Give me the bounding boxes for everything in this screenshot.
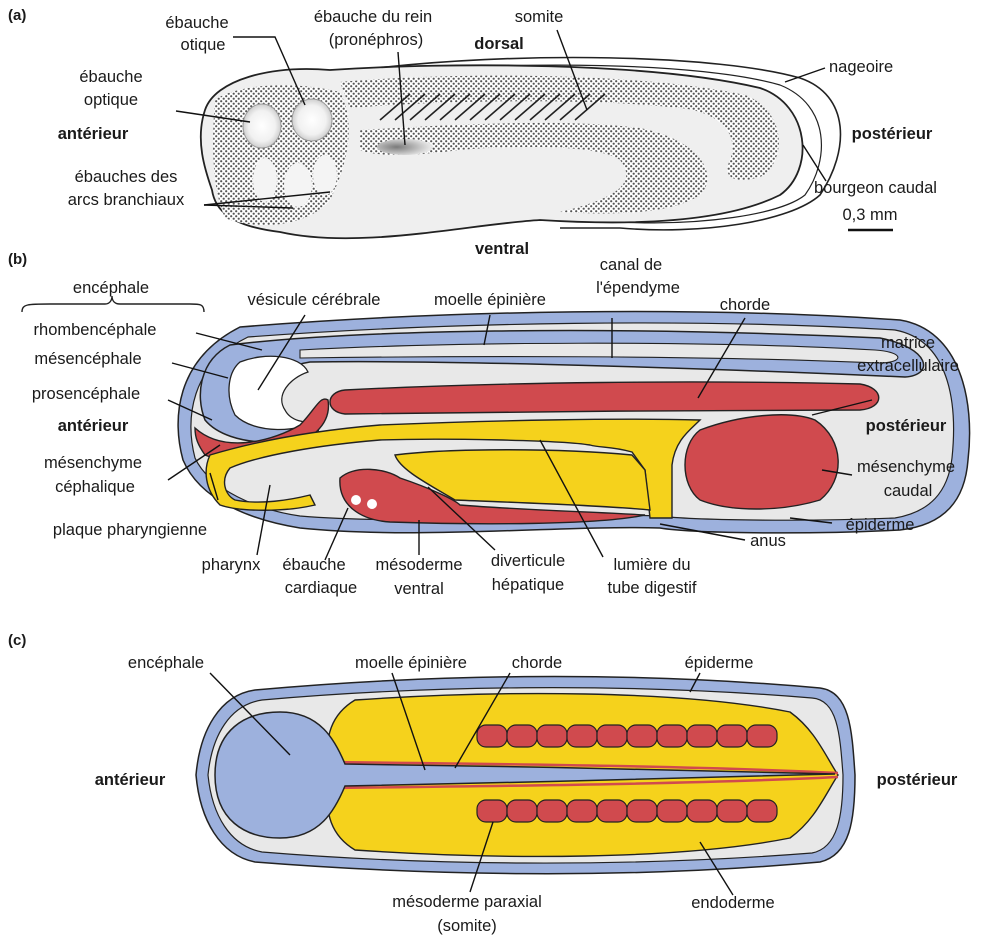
label-endoderme: endoderme xyxy=(691,894,774,912)
label-epiderme-b: épiderme xyxy=(846,516,915,534)
label-encephale-c: encéphale xyxy=(128,654,204,672)
label-arcs-1: ébauches des xyxy=(75,168,178,186)
label-chorde-b: chorde xyxy=(720,296,770,314)
optic-vesicle-icon xyxy=(243,104,281,148)
label-rein-1: ébauche du rein xyxy=(314,8,432,26)
encephale-brace xyxy=(22,296,204,312)
label-chorde-c: chorde xyxy=(512,654,562,672)
label-mesench-ceph-2: céphalique xyxy=(55,478,135,496)
label-lumiere-2: tube digestif xyxy=(608,579,697,597)
label-mesovent-2: ventral xyxy=(394,580,444,598)
caudal-mesenchyme xyxy=(685,415,838,509)
label-mesovent-1: mésoderme xyxy=(375,556,462,574)
label-anterieur-a: antérieur xyxy=(58,125,129,143)
label-card-1: ébauche xyxy=(282,556,345,574)
label-nageoire: nageoire xyxy=(829,58,893,76)
label-matrice-1: matrice xyxy=(881,334,935,352)
heart-cavity-2 xyxy=(367,499,377,509)
label-meso-paraxial-1: mésoderme paraxial xyxy=(392,893,541,911)
label-moelle-b: moelle épinière xyxy=(434,291,546,309)
label-mesenc: mésencéphale xyxy=(34,350,141,368)
label-ventral: ventral xyxy=(475,240,529,258)
panel-b: (b) xyxy=(8,251,970,598)
label-pharynx: pharynx xyxy=(202,556,261,574)
label-bourgeon: bourgeon caudal xyxy=(814,179,937,197)
label-prosenc: prosencéphale xyxy=(32,385,140,403)
label-epiderme-c: épiderme xyxy=(685,654,754,672)
label-dorsal: dorsal xyxy=(474,35,524,53)
label-scale: 0,3 mm xyxy=(842,206,897,224)
panel-c: (c) xyxy=(8,632,958,935)
label-posterieur-b: postérieur xyxy=(866,417,947,435)
label-meso-paraxial-2: (somite) xyxy=(437,917,497,935)
label-mesench-ceph-1: mésenchyme xyxy=(44,454,142,472)
leader-bourgeon xyxy=(803,145,826,181)
panel-c-tag: (c) xyxy=(8,632,26,649)
otic-vesicle-icon xyxy=(292,99,332,141)
label-anterieur-c: antérieur xyxy=(95,771,166,789)
label-otique-1: ébauche xyxy=(165,14,228,32)
label-canal-1: canal de xyxy=(600,256,662,274)
label-vesicule: vésicule cérébrale xyxy=(248,291,381,309)
label-otique-2: otique xyxy=(181,36,226,54)
label-optique-2: optique xyxy=(84,91,138,109)
label-anterieur-b: antérieur xyxy=(58,417,129,435)
label-mesench-caud-1: mésenchyme xyxy=(857,458,955,476)
label-rhomb: rhombencéphale xyxy=(34,321,157,339)
label-mesench-caud-2: caudal xyxy=(884,482,933,500)
label-canal-2: l'épendyme xyxy=(596,279,680,297)
label-card-2: cardiaque xyxy=(285,579,357,597)
branchial-arch-1 xyxy=(253,158,277,202)
label-arcs-2: arcs branchiaux xyxy=(68,191,185,209)
label-rein-2: (pronéphros) xyxy=(329,31,423,49)
label-somite: somite xyxy=(515,8,564,26)
panel-a: (a) xyxy=(8,7,937,258)
heart-cavity-1 xyxy=(351,495,361,505)
label-posterieur-a: postérieur xyxy=(852,125,933,143)
label-optique-1: ébauche xyxy=(79,68,142,86)
branchial-arch-2 xyxy=(284,163,312,207)
label-moelle-c: moelle épinière xyxy=(355,654,467,672)
branchial-arch-3 xyxy=(313,155,337,195)
label-divert-2: hépatique xyxy=(492,576,565,594)
label-plaque: plaque pharyngienne xyxy=(53,521,207,539)
label-encephale-b: encéphale xyxy=(73,279,149,297)
label-anus: anus xyxy=(750,532,786,550)
label-matrice-2: extracellulaire xyxy=(857,357,959,375)
panel-a-tag: (a) xyxy=(8,7,26,24)
notochord xyxy=(330,382,879,414)
panel-b-tag: (b) xyxy=(8,251,27,268)
label-lumiere-1: lumière du xyxy=(613,556,690,574)
label-posterieur-c: postérieur xyxy=(877,771,958,789)
label-divert-1: diverticule xyxy=(491,552,565,570)
